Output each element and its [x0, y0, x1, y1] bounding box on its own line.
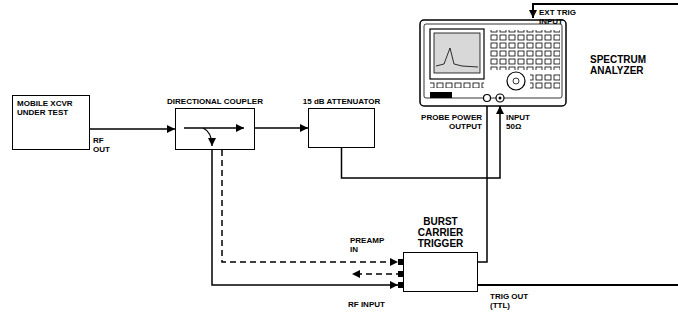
node-label: BURST CARRIER TRIGGER — [404, 216, 477, 249]
signal-label: RF INPUT — [348, 300, 390, 309]
signal-cable — [90, 128, 175, 130]
signal-cable — [212, 150, 398, 285]
node-label: MOBILE XCVR UNDER TEST — [13, 96, 89, 120]
spectrum-analyzer-drawing — [420, 20, 566, 106]
signal-cable — [255, 127, 308, 129]
coupler-box: DIRECTIONAL COUPLER — [175, 108, 255, 150]
coupler-symbol — [184, 128, 244, 146]
node-label: DIRECTIONAL COUPLER — [167, 97, 263, 106]
trig-out-wire — [478, 284, 678, 286]
device-box: MOBILE XCVR UNDER TEST — [12, 95, 90, 150]
signal-label: EXT TRIG INPUT — [539, 8, 583, 26]
trigger-box: BURST CARRIER TRIGGER — [403, 252, 478, 292]
signal-label: PREAMP IN — [350, 236, 392, 254]
node-label: SPECTRUM ANALYZER — [590, 54, 662, 76]
node-label: 15 dB ATTENUATOR — [303, 97, 380, 106]
signal-cable — [222, 150, 398, 262]
signal-label: TRIG OUT (TTL) — [490, 292, 534, 310]
signal-cable — [342, 106, 501, 178]
analyzer-node: SPECTRUM ANALYZER — [418, 18, 568, 110]
attenuator-box: 15 dB ATTENUATOR — [308, 108, 375, 148]
dashed-return-arrow — [352, 273, 402, 275]
signal-label: INPUT 50Ω — [506, 113, 538, 131]
signal-label: PROBE POWER OUTPUT — [420, 113, 482, 131]
signal-label: RF OUT — [93, 136, 119, 154]
